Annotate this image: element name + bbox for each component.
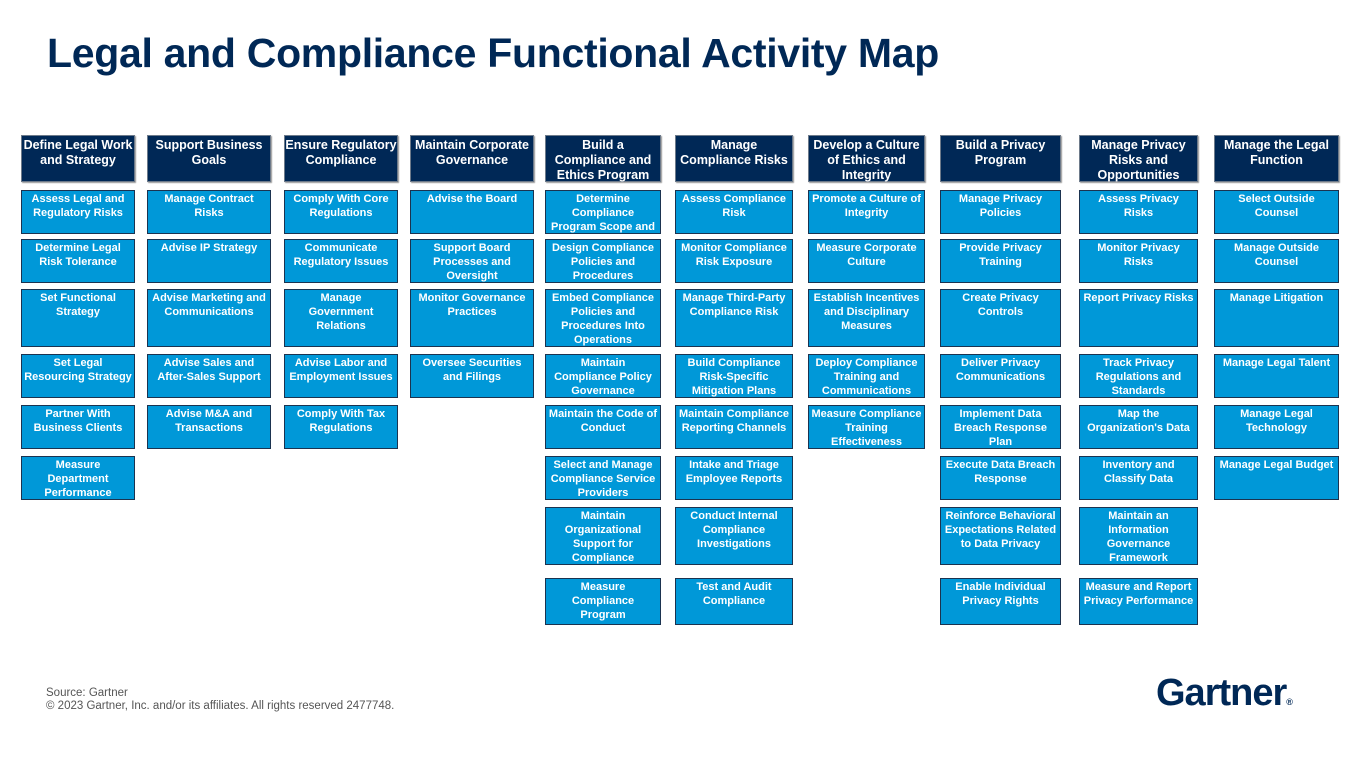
activity-cell: Manage Litigation xyxy=(1214,289,1339,347)
column-header: Manage Privacy Risks and Opportunities xyxy=(1079,135,1198,182)
activity-cell: Maintain Compliance Reporting Channels xyxy=(675,405,793,449)
activity-cell: Manage Government Relations xyxy=(284,289,398,347)
activity-cell: Promote a Culture of Integrity xyxy=(808,190,925,234)
activity-cell: Inventory and Classify Data xyxy=(1079,456,1198,500)
activity-cell: Manage Contract Risks xyxy=(147,190,271,234)
activity-cell: Set Legal Resourcing Strategy xyxy=(21,354,135,398)
footer-source: Source: Gartner © 2023 Gartner, Inc. and… xyxy=(46,687,394,713)
activity-cell: Advise Marketing and Communications xyxy=(147,289,271,347)
activity-cell: Reinforce Behavioral Expectations Relate… xyxy=(940,507,1061,565)
column-header: Manage the Legal Function xyxy=(1214,135,1339,182)
activity-cell: Oversee Securities and Filings xyxy=(410,354,534,398)
activity-cell: Assess Privacy Risks xyxy=(1079,190,1198,234)
activity-cell: Maintain the Code of Conduct xyxy=(545,405,661,449)
activity-cell: Comply With Tax Regulations xyxy=(284,405,398,449)
activity-cell: Manage Outside Counsel xyxy=(1214,239,1339,283)
activity-cell: Support Board Processes and Oversight xyxy=(410,239,534,283)
column-header: Develop a Culture of Ethics and Integrit… xyxy=(808,135,925,182)
activity-cell: Conduct Internal Compliance Investigatio… xyxy=(675,507,793,565)
activity-cell: Advise M&A and Transactions xyxy=(147,405,271,449)
activity-cell: Advise Sales and After-Sales Support xyxy=(147,354,271,398)
activity-cell: Comply With Core Regulations xyxy=(284,190,398,234)
page-title: Legal and Compliance Functional Activity… xyxy=(47,30,939,76)
activity-cell: Determine Compliance Program Scope and O… xyxy=(545,190,661,234)
activity-cell: Intake and Triage Employee Reports xyxy=(675,456,793,500)
column-header: Build a Privacy Program xyxy=(940,135,1061,182)
column-header: Build a Compliance and Ethics Program xyxy=(545,135,661,182)
activity-cell: Monitor Compliance Risk Exposure xyxy=(675,239,793,283)
activity-cell: Test and Audit Compliance xyxy=(675,578,793,625)
activity-cell: Maintain Organizational Support for Comp… xyxy=(545,507,661,565)
activity-cell: Maintain an Information Governance Frame… xyxy=(1079,507,1198,565)
activity-cell: Measure and Report Privacy Performance xyxy=(1079,578,1198,625)
activity-cell: Advise IP Strategy xyxy=(147,239,271,283)
activity-cell: Execute Data Breach Response xyxy=(940,456,1061,500)
activity-cell: Set Functional Strategy xyxy=(21,289,135,347)
activity-cell: Determine Legal Risk Tolerance xyxy=(21,239,135,283)
column-header: Manage Compliance Risks xyxy=(675,135,793,182)
activity-cell: Establish Incentives and Disciplinary Me… xyxy=(808,289,925,347)
activity-cell: Measure Department Performance xyxy=(21,456,135,500)
column-header: Ensure Regulatory Compliance xyxy=(284,135,398,182)
activity-cell: Monitor Privacy Risks xyxy=(1079,239,1198,283)
activity-cell: Assess Compliance Risk xyxy=(675,190,793,234)
activity-cell: Manage Third-Party Compliance Risk xyxy=(675,289,793,347)
activity-cell: Measure Corporate Culture xyxy=(808,239,925,283)
activity-cell: Monitor Governance Practices xyxy=(410,289,534,347)
activity-cell: Embed Compliance Policies and Procedures… xyxy=(545,289,661,347)
activity-cell: Advise the Board xyxy=(410,190,534,234)
column-header: Maintain Corporate Governance xyxy=(410,135,534,182)
copyright-text: © 2023 Gartner, Inc. and/or its affiliat… xyxy=(46,700,395,712)
activity-cell: Implement Data Breach Response Plan xyxy=(940,405,1061,449)
activity-cell: Measure Compliance Program Effectiveness xyxy=(545,578,661,625)
activity-cell: Assess Legal and Regulatory Risks xyxy=(21,190,135,234)
gartner-logo: Gartner® xyxy=(1156,672,1293,714)
activity-cell: Manage Legal Technology xyxy=(1214,405,1339,449)
activity-cell: Select and Manage Compliance Service Pro… xyxy=(545,456,661,500)
activity-cell: Enable Individual Privacy Rights xyxy=(940,578,1061,625)
activity-cell: Communicate Regulatory Issues xyxy=(284,239,398,283)
activity-cell: Manage Legal Talent xyxy=(1214,354,1339,398)
activity-cell: Report Privacy Risks xyxy=(1079,289,1198,347)
activity-cell: Manage Legal Budget xyxy=(1214,456,1339,500)
activity-cell: Advise Labor and Employment Issues xyxy=(284,354,398,398)
activity-cell: Map the Organization's Data xyxy=(1079,405,1198,449)
activity-cell: Select Outside Counsel xyxy=(1214,190,1339,234)
activity-cell: Deploy Compliance Training and Communica… xyxy=(808,354,925,398)
activity-cell: Build Compliance Risk-Specific Mitigatio… xyxy=(675,354,793,398)
activity-cell: Track Privacy Regulations and Standards xyxy=(1079,354,1198,398)
activity-cell: Measure Compliance Training Effectivenes… xyxy=(808,405,925,449)
source-text: Source: Gartner xyxy=(46,687,128,699)
activity-cell: Partner With Business Clients xyxy=(21,405,135,449)
column-header: Support Business Goals xyxy=(147,135,271,182)
activity-cell: Manage Privacy Policies xyxy=(940,190,1061,234)
activity-cell: Design Compliance Policies and Procedure… xyxy=(545,239,661,283)
logo-text: Gartner xyxy=(1156,672,1287,714)
activity-cell: Create Privacy Controls xyxy=(940,289,1061,347)
column-header: Define Legal Work and Strategy xyxy=(21,135,135,182)
activity-cell: Provide Privacy Training xyxy=(940,239,1061,283)
activity-cell: Deliver Privacy Communications xyxy=(940,354,1061,398)
activity-cell: Maintain Compliance Policy Governance xyxy=(545,354,661,398)
